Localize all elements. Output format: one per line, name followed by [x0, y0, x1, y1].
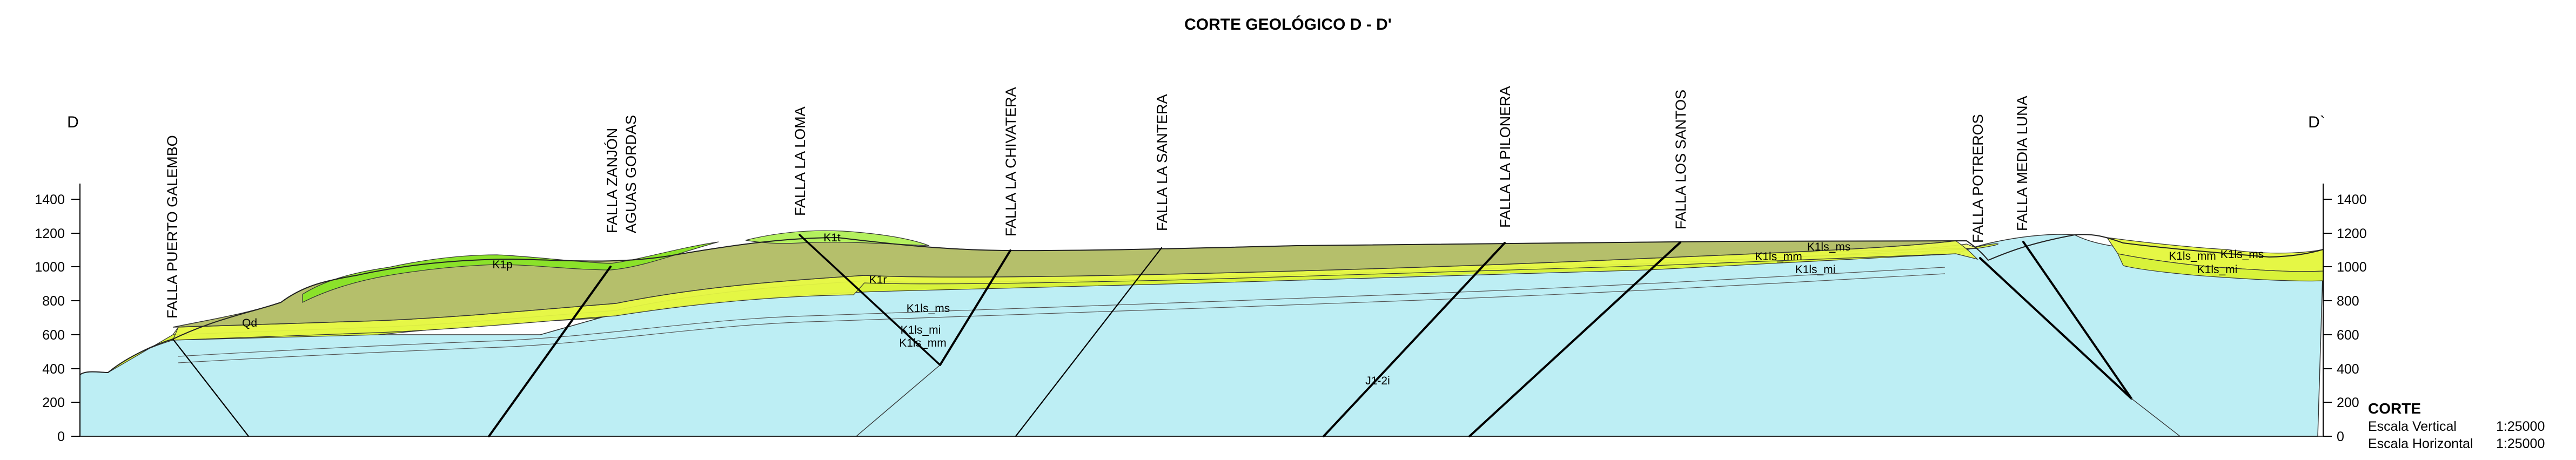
right-tick-label: 1000 [2337, 260, 2367, 275]
topographic-surface [79, 234, 2324, 375]
scale-info: CORTE Escala Vertical 1:25000 Escala Hor… [2368, 400, 2545, 451]
unit-label-k1r: K1r [869, 274, 887, 286]
right-tick-label: 800 [2337, 294, 2359, 309]
k1t-unit [745, 230, 930, 246]
right-tick-label: 1400 [2337, 192, 2367, 207]
fault-trace-la-chivatera [939, 249, 1011, 366]
fault-label-puerto-galembo: FALLA PUERTO GALEMBO [164, 135, 180, 319]
unit-label-k1ls-ms: K1ls_ms [907, 302, 950, 315]
vertical-scale-label: Escala Vertical [2368, 419, 2457, 434]
fault-label-zanjon: FALLA ZANJÓN [603, 128, 620, 233]
right-tick-label: 600 [2337, 328, 2359, 343]
fault-trace-puerto-galembo [172, 338, 250, 437]
unit-label-k1ls-mi: K1ls_mi [1795, 263, 1836, 276]
right-axis-labels: 1400 1200 1000 800 600 400 200 0 [2337, 192, 2367, 444]
contact-line [178, 273, 1946, 363]
vertical-scale-value: 1:25000 [2496, 419, 2545, 434]
right-tick-label: 400 [2337, 362, 2359, 377]
unit-label-k1ls-ms: K1ls_ms [1807, 241, 1851, 253]
fault-trace-potreros [1979, 257, 2132, 400]
fault-label-potreros: FALLA POTREROS [1970, 114, 1986, 243]
horizontal-scale-value: 1:25000 [2496, 436, 2545, 451]
horizontal-scale-label: Escala Horizontal [2368, 436, 2473, 451]
geology [79, 230, 2324, 437]
left-tick-label: 0 [57, 429, 65, 444]
fault-trace-la-loma [799, 234, 941, 366]
unit-label-qd: Qd [242, 317, 257, 329]
left-axis-labels: 1400 1200 1000 800 600 400 200 0 [35, 192, 65, 444]
fault-label-la-santera: FALLA LA SANTERA [1154, 94, 1170, 231]
unit-label-k1p: K1p [492, 259, 512, 271]
left-tick-label: 200 [42, 395, 65, 410]
unit-label-k1ls-ms: K1ls_ms [2221, 248, 2264, 261]
unit-label-k1ls-mi: K1ls_mi [2197, 263, 2238, 276]
fault-trace-los-santos [1468, 241, 1681, 437]
section-end-label: D` [2308, 113, 2325, 131]
unit-labels: K1p K1t K1r Qd K1ls_ms K1ls_mi K1ls_mm K… [242, 232, 2264, 387]
unit-label-k1ls-mi: K1ls_mi [901, 324, 941, 336]
left-tick-label: 1400 [35, 192, 65, 207]
left-elevation-axis [71, 184, 2323, 437]
fault-labels: FALLA PUERTO GALEMBO FALLA ZANJÓN AGUAS … [164, 86, 2030, 319]
unit-label-k1ls-mm: K1ls_mm [1755, 251, 1802, 263]
fault-trace-chivatera-extension [856, 364, 941, 437]
fault-label-aguas-gordas: AGUAS GORDAS [623, 115, 639, 233]
fault-label-la-loma: FALLA LA LOMA [792, 106, 808, 216]
left-tick-label: 400 [42, 362, 65, 377]
fault-trace-la-santera [1015, 247, 1163, 437]
right-elevation-axis [2323, 184, 2332, 437]
fault-trace-la-pilonera [1323, 242, 1506, 437]
left-tick-label: 1200 [35, 226, 65, 241]
fault-label-los-santos: FALLA LOS SANTOS [1673, 90, 1689, 229]
unit-label-k1ls-mm: K1ls_mm [899, 337, 947, 349]
fault-trace-media-luna [2022, 241, 2132, 400]
k1p-unit [302, 241, 719, 303]
right-tick-label: 200 [2337, 395, 2359, 410]
section-title: CORTE GEOLÓGICO D - D' [1184, 15, 1392, 33]
left-tick-label: 1000 [35, 260, 65, 275]
left-tick-label: 600 [42, 328, 65, 343]
unit-label-k1t: K1t [823, 232, 841, 244]
unit-label-k1ls-mm: K1ls_mm [2169, 250, 2216, 262]
fault-traces [172, 234, 2181, 437]
left-tick-label: 800 [42, 294, 65, 309]
fault-trace-media-luna-extension [2131, 398, 2181, 437]
right-tick-label: 1200 [2337, 226, 2367, 241]
info-heading: CORTE [2368, 400, 2421, 417]
section-start-label: D [67, 113, 79, 131]
right-tick-label: 0 [2337, 429, 2344, 444]
fault-trace-zanjon-aguas-gordas [488, 266, 612, 437]
fault-label-la-chivatera: FALLA LA CHIVATERA [1003, 87, 1019, 236]
unit-label-j12: J1-2i [1365, 375, 1390, 387]
fault-label-la-pilonera: FALLA LA PILONERA [1497, 86, 1513, 228]
fault-label-media-luna: FALLA MEDIA LUNA [2014, 96, 2030, 231]
